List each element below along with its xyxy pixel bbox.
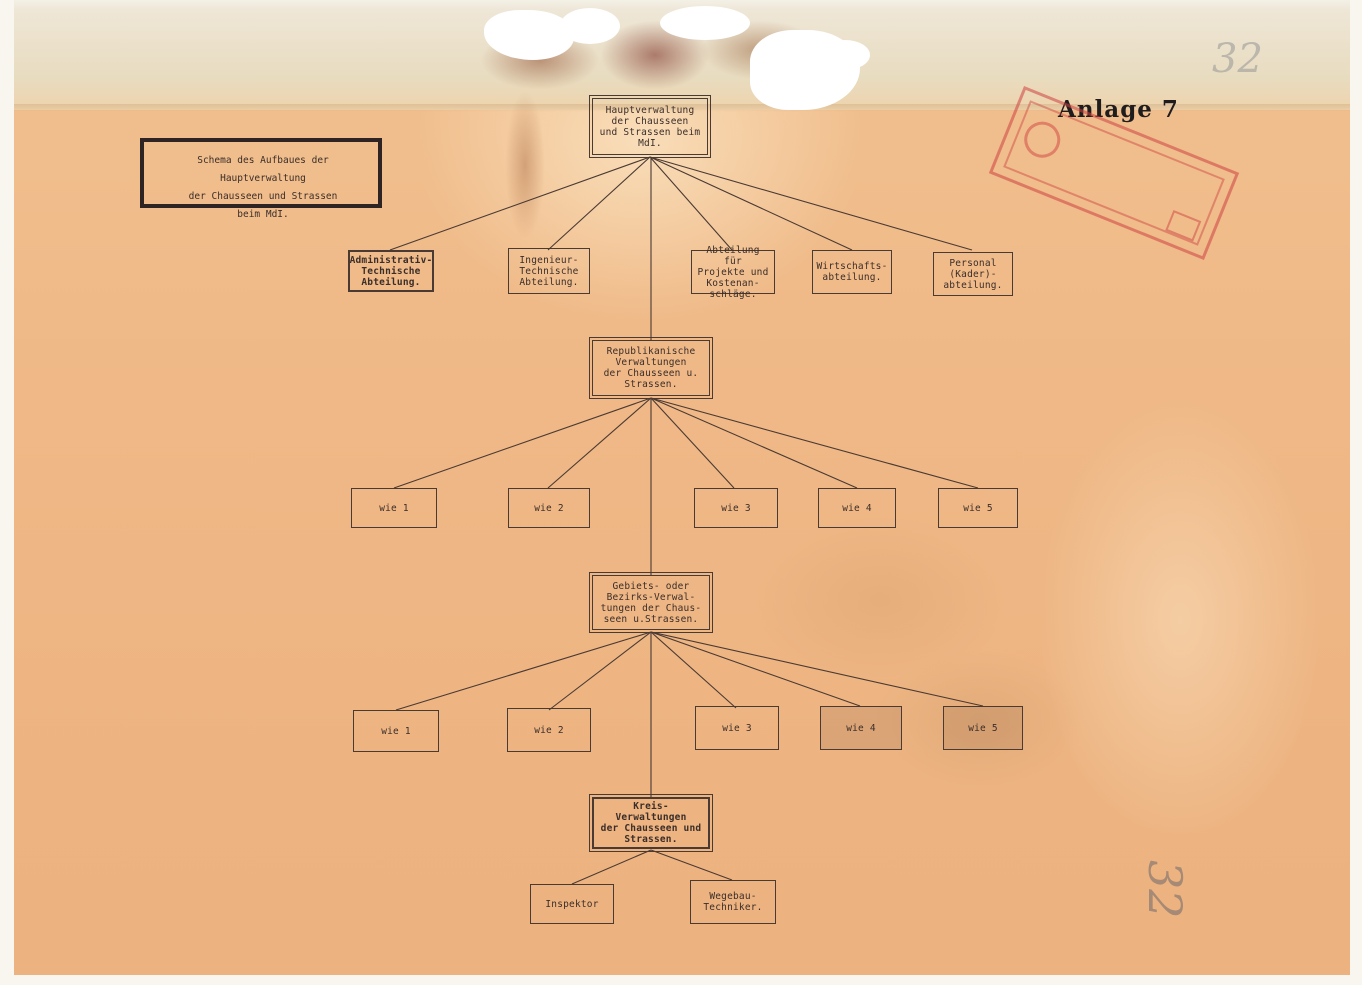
- connector-line: [649, 156, 733, 251]
- node-road-technician: Wegebau- Techniker.: [690, 880, 776, 924]
- node-department-1: Administrativ- Technische Abteilung.: [348, 250, 434, 292]
- connector-line: [395, 631, 652, 711]
- node-republican-administrations: Republikanische Verwaltungen der Chausse…: [589, 337, 713, 399]
- node-district-administrations: Gebiets- oder Bezirks-Verwal- tungen der…: [589, 572, 713, 633]
- connector-line: [650, 631, 737, 709]
- node-department-3: Abteilung für Projekte und Kostenan- sch…: [691, 245, 775, 300]
- torn-hole: [560, 8, 620, 44]
- connector-line: [547, 156, 651, 251]
- node-district-child-2: wie 2: [507, 708, 591, 752]
- connector-line: [650, 631, 861, 707]
- node-county-administrations: Kreis-Verwaltungen der Chausseen und Str…: [589, 794, 713, 852]
- fold-crease: [0, 104, 1362, 112]
- connector-line: [649, 156, 853, 251]
- scan-margin: [0, 0, 14, 985]
- connector-line: [649, 156, 973, 251]
- node-district-child-3: wie 3: [695, 706, 779, 750]
- connector-line: [548, 631, 652, 711]
- torn-hole: [660, 6, 750, 40]
- node-republic-child-1: wie 1: [351, 488, 437, 528]
- connector-line: [571, 849, 652, 885]
- node-district-child-1: wie 1: [353, 710, 439, 752]
- node-department-4: Wirtschafts- abteilung.: [812, 250, 892, 294]
- connector-line: [389, 156, 651, 251]
- node-inspector: Inspektor: [530, 884, 614, 924]
- node-district-child-5: wie 5: [943, 706, 1023, 750]
- node-department-5: Personal (Kader)- abteilung.: [933, 252, 1013, 296]
- node-republic-child-5: wie 5: [938, 488, 1018, 528]
- page-number-side: 32: [1138, 860, 1192, 919]
- scan-margin: [1350, 0, 1362, 985]
- connector-line: [650, 397, 735, 489]
- connector-line: [393, 397, 652, 489]
- connector-line: [547, 397, 652, 489]
- connector-line: [650, 397, 858, 489]
- torn-hole: [820, 40, 870, 70]
- annex-label: Anlage 7: [1058, 96, 1179, 123]
- connector-line: [650, 397, 979, 489]
- page-number-top: 32: [1212, 36, 1263, 82]
- stain: [505, 90, 545, 240]
- chart-title-box: Schema des Aufbaues der Hauptverwaltung …: [140, 138, 382, 220]
- connector-line: [650, 849, 733, 881]
- node-department-2: Ingenieur- Technische Abteilung.: [508, 248, 590, 294]
- scan-margin: [0, 975, 1362, 985]
- node-republic-child-3: wie 3: [694, 488, 778, 528]
- node-republic-child-2: wie 2: [508, 488, 590, 528]
- node-main-administration: Hauptverwaltung der Chausseen und Strass…: [589, 95, 711, 158]
- connector-line: [650, 631, 984, 707]
- node-republic-child-4: wie 4: [818, 488, 896, 528]
- torn-hole: [484, 10, 574, 60]
- node-district-child-4: wie 4: [820, 706, 902, 750]
